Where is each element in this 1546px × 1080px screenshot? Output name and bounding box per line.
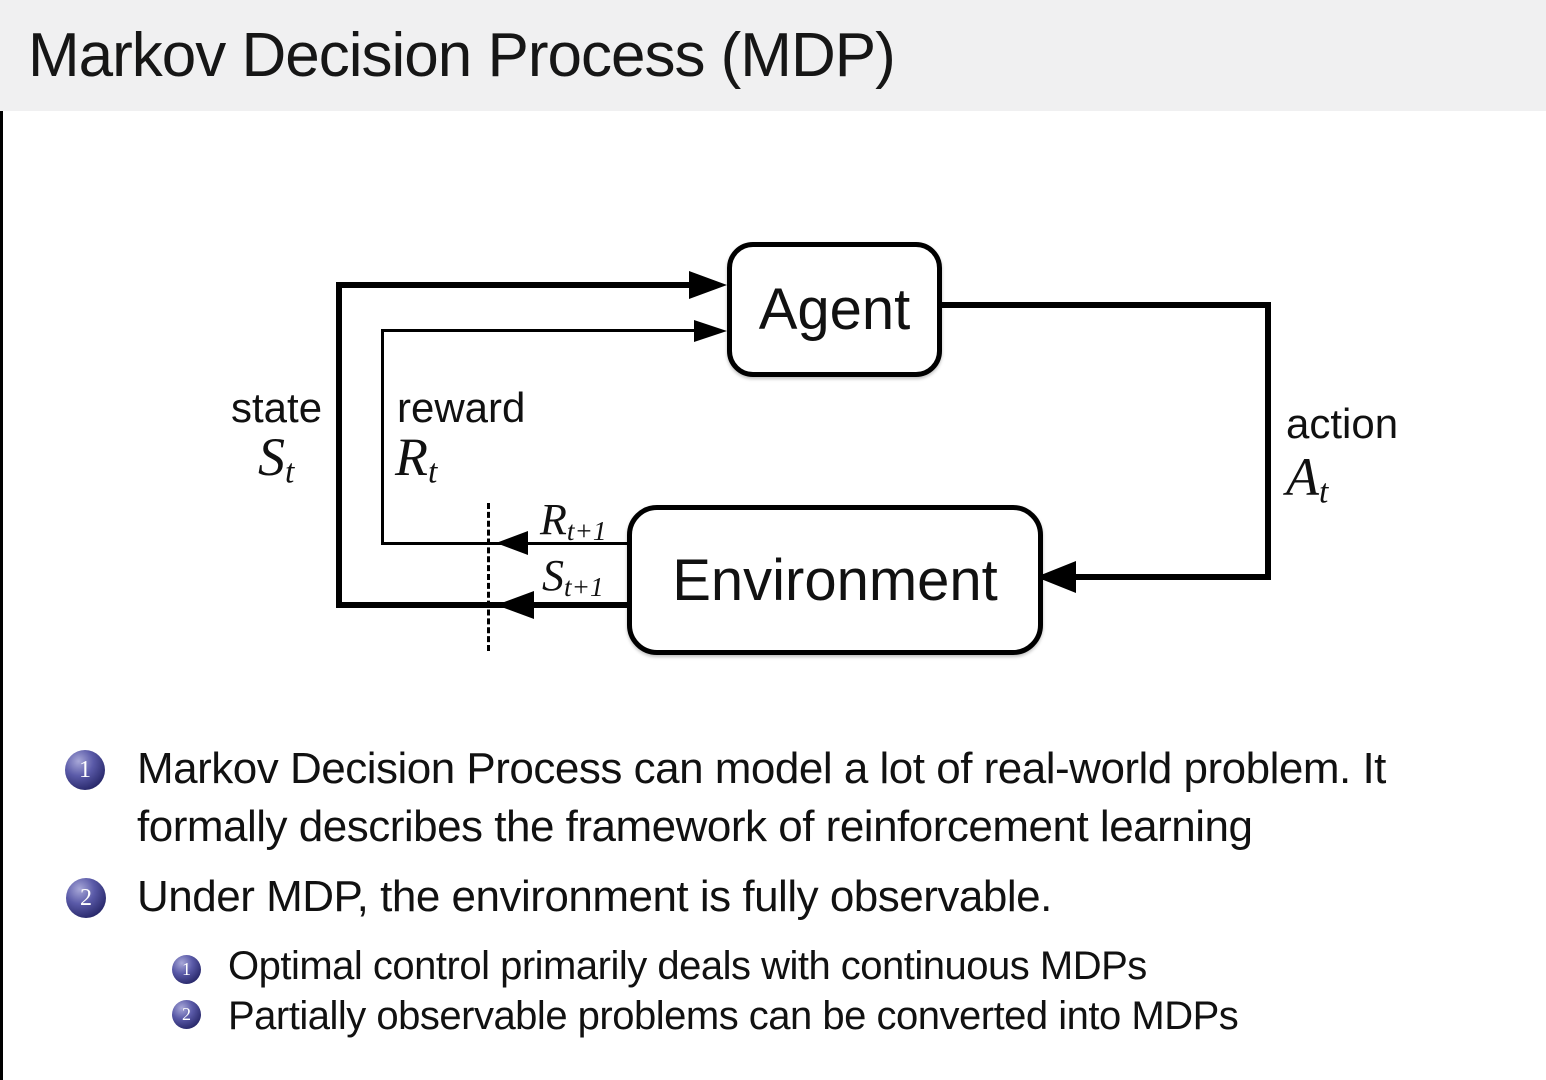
action-bottom-line	[1043, 574, 1271, 580]
agent-node: Agent	[727, 242, 942, 377]
subbullet-1-text: Optimal control primarily deals with con…	[228, 944, 1147, 988]
reward-arrow-top-line	[381, 329, 697, 332]
action-vertical-line	[1265, 302, 1271, 580]
bullet-1-text: Markov Decision Process can model a lot …	[137, 740, 1386, 856]
next-state-symbol: St+1	[542, 551, 604, 602]
slide-title-bar: Markov Decision Process (MDP)	[0, 0, 1546, 111]
action-top-line	[932, 302, 1271, 308]
reward-loop-vertical-line	[381, 329, 384, 545]
bullet-1-line-1: Markov Decision Process can model a lot …	[137, 744, 1386, 793]
subbullet-2-text: Partially observable problems can be con…	[228, 994, 1239, 1038]
environment-node-label: Environment	[672, 547, 998, 613]
action-label: action	[1286, 400, 1399, 447]
action-symbol: At	[1286, 447, 1329, 511]
reward-arrowhead-into-agent-icon	[694, 320, 727, 342]
next-state-arrowhead-icon	[496, 591, 534, 619]
state-arrow-top-line	[336, 282, 692, 288]
bullet-2-line-1: Under MDP, the environment is fully obse…	[137, 872, 1052, 921]
subbullet-2-number-ball: 2	[172, 1000, 201, 1029]
state-loop-vertical-line	[336, 282, 342, 608]
bullet-2-number-ball: 2	[66, 878, 106, 918]
subbullet-1-number-ball: 1	[172, 955, 201, 984]
state-label: state	[231, 384, 323, 431]
mdp-loop-diagram: Agent Environment state St reward Rt act…	[231, 242, 1399, 655]
bullet-2-text: Under MDP, the environment is fully obse…	[137, 868, 1052, 926]
page-title: Markov Decision Process (MDP)	[28, 21, 896, 90]
slide-left-border	[0, 0, 3, 1080]
state-arrowhead-into-agent-icon	[689, 271, 727, 299]
next-state-bottom-line	[336, 602, 628, 608]
next-reward-symbol: Rt+1	[540, 495, 607, 546]
next-reward-arrowhead-icon	[496, 531, 528, 555]
state-symbol: St	[258, 427, 295, 491]
reward-label: reward	[397, 384, 526, 431]
environment-node: Environment	[627, 505, 1043, 655]
bullet-1-line-2: formally describes the framework of rein…	[137, 802, 1253, 851]
reward-symbol: Rt	[395, 427, 438, 491]
bullet-1-number-ball: 1	[65, 750, 105, 790]
agent-node-label: Agent	[758, 277, 911, 342]
timestep-dashed-line	[487, 503, 490, 651]
